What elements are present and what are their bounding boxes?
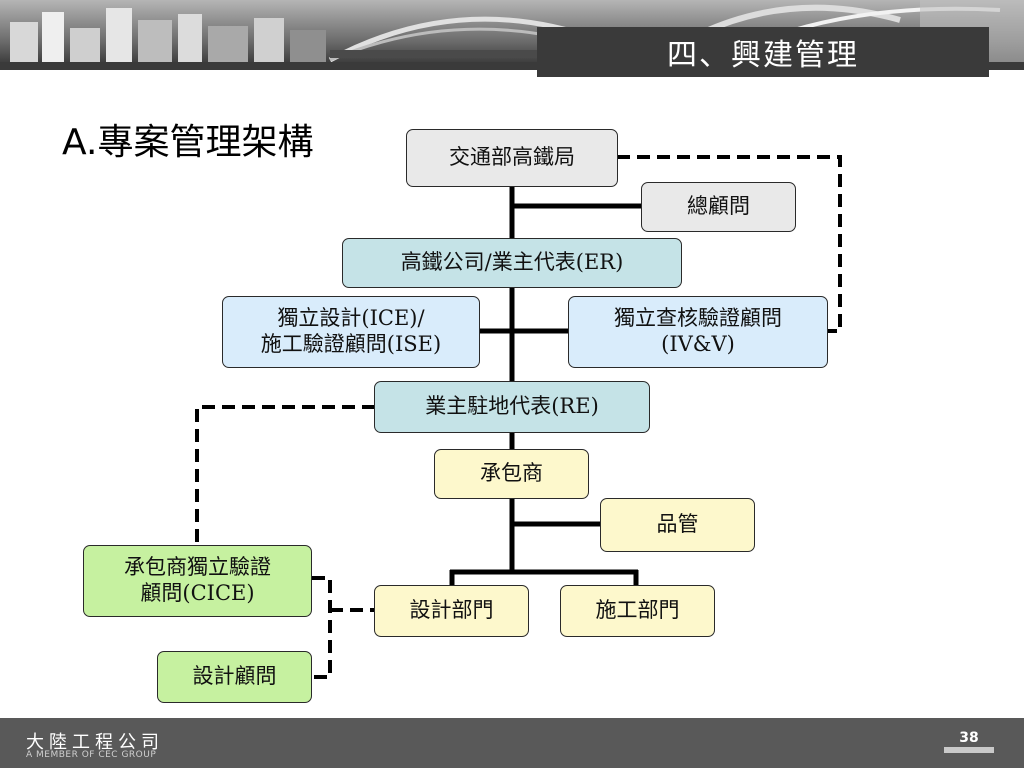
company-logo-text: 大陸工程公司 bbox=[26, 732, 164, 753]
node-thsrc-er: 高鐵公司/業主代表(ER) bbox=[342, 238, 682, 288]
node-design-dept: 設計部門 bbox=[374, 585, 529, 637]
dashed-thsrb-ivv bbox=[617, 155, 842, 333]
slide-heading: A.專案管理架構 bbox=[62, 122, 314, 163]
node-qc: 品管 bbox=[600, 498, 755, 552]
company-tagline: A MEMBER OF CEC GROUP bbox=[26, 750, 157, 760]
cice-line2: 顧問(CICE) bbox=[140, 581, 255, 605]
dashed-re-cice bbox=[195, 405, 375, 546]
node-construction-dept: 施工部門 bbox=[560, 585, 715, 637]
cice-line1: 承包商獨立驗證 bbox=[124, 555, 271, 580]
ivv-line1: 獨立查核驗證顧問 bbox=[614, 306, 782, 331]
dashed-cice-design bbox=[312, 576, 332, 679]
node-ivv: 獨立查核驗證顧問 (IV&V) bbox=[568, 296, 828, 368]
node-thsrb: 交通部高鐵局 bbox=[406, 129, 618, 187]
ivv-line2: (IV&V) bbox=[661, 332, 735, 356]
page-number-underline bbox=[944, 747, 994, 753]
node-cice: 承包商獨立驗證 顧問(CICE) bbox=[83, 545, 312, 617]
node-ice-ise: 獨立設計(ICE)/ 施工驗證顧問(ISE) bbox=[222, 296, 480, 368]
node-general-consultant: 總顧問 bbox=[641, 182, 796, 232]
node-design-consultant: 設計顧問 bbox=[157, 651, 312, 703]
footer-bar: 大陸工程公司 A MEMBER OF CEC GROUP 38 bbox=[0, 718, 1024, 768]
ice-ise-line1: 獨立設計(ICE)/ bbox=[277, 306, 425, 331]
ice-ise-line2: 施工驗證顧問(ISE) bbox=[260, 332, 442, 356]
section-title: 四、興建管理 bbox=[537, 27, 989, 77]
page-number: 38 bbox=[959, 730, 979, 746]
node-contractor: 承包商 bbox=[434, 449, 589, 499]
node-re: 業主駐地代表(RE) bbox=[374, 381, 650, 433]
